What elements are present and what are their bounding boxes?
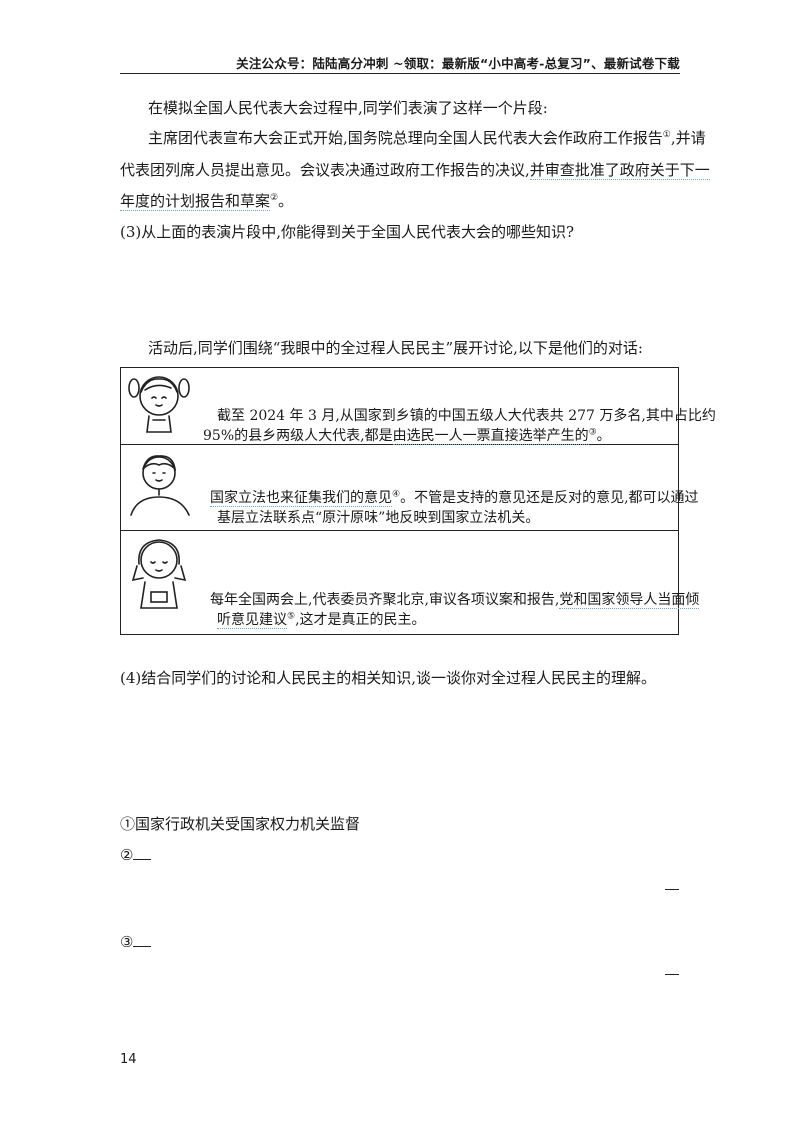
intro-line-1-tail: ,并请: [670, 129, 706, 147]
answer-3: ③: [120, 932, 152, 952]
dialogue-row-1: 截至 2024 年 3 月,从国家到乡镇的中国五级人大代表共 277 万多名,其…: [121, 368, 716, 446]
activity-intro: 活动后,同学们围绕“我眼中的全过程人民民主”展开讨论,以下是他们的对话:: [148, 339, 643, 357]
answer-3-end-line: [665, 974, 679, 975]
intro-line-2: 代表团列席人员提出意见。会议表决通过政府工作报告的决议,并审查批准了政府关于下一: [120, 160, 710, 180]
dialogue-3-line-1-text: 每年全国两会上,代表委员齐聚北京,审议各项议案和报告,: [210, 592, 560, 608]
question-3: (3)从上面的表演片段中,你能得到关于全国人民代表大会的哪些知识?: [120, 223, 575, 241]
dialogue-row-2: 国家立法也来征集我们的意见④。不管是支持的意见还是反对的意见,都可以通过 基层立…: [121, 444, 699, 531]
dialogue-table: 截至 2024 年 3 月,从国家到乡镇的中国五级人大代表共 277 万多名,其…: [120, 367, 716, 635]
answer-2: ②: [120, 845, 152, 865]
answer-2-end-line: [665, 889, 679, 890]
footnote-mark-2: ②: [270, 193, 279, 203]
dialogue-1-line-2: 95%的县乡两级人大代表,都是由选民一人一票直接选举产生的③。: [203, 426, 611, 446]
intro-line-2-text: 代表团列席人员提出意见。会议表决通过政府工作报告的决议,: [120, 161, 530, 179]
girl-pigtails-avatar-icon: [128, 376, 190, 433]
intro-lead: 在模拟全国人民代表大会过程中,同学们表演了这样一个片段:: [148, 99, 548, 117]
dialogue-3-line-2: 听意见建议⑤,这才是真正的民主。: [217, 610, 426, 630]
dialogue-1-tail: 。: [596, 428, 611, 444]
dialogue-1-underlined: 由选民一人一票直接选举产生的: [392, 428, 589, 445]
intro-line-1-text: 主席团代表宣布大会正式开始,国务院总理向全国人民代表大会作政府工作报告: [148, 129, 663, 147]
intro-line-2-underlined: 并审查批准了政府关于下一: [529, 161, 710, 180]
question-4: (4)结合同学们的讨论和人民民主的相关知识,谈一谈你对全过程人民民主的理解。: [120, 668, 656, 688]
intro-line-3-underlined: 年度的计划报告和草案: [120, 192, 271, 211]
question-4-text: (4)结合同学们的讨论和人民民主的相关知识,谈一谈你对全过程人民民主的理解。: [120, 669, 657, 687]
page-number: 14: [120, 1052, 137, 1067]
answer-1: ①国家行政机关受国家权力机关监督: [120, 815, 361, 833]
footnote-mark-5: ⑤: [287, 611, 296, 622]
answer-3-label: ③: [120, 933, 134, 951]
dialogue-1-line-2-text: 95%的县乡两级人大代表,都是: [203, 428, 393, 444]
dialogue-3-tail: ,这才是真正的民主。: [295, 612, 426, 628]
dialogue-2-line-1-text: 。不管是支持的意见还是反对的意见,都可以通过: [400, 490, 699, 506]
intro-line-3: 年度的计划报告和草案②。: [120, 191, 293, 211]
dialogue-3-underlined-2: 听意见建议: [217, 612, 287, 629]
footnote-mark-1: ①: [662, 130, 671, 140]
dialogue-2-line-1: 国家立法也来征集我们的意见④。不管是支持的意见还是反对的意见,都可以通过: [210, 488, 699, 508]
footnote-mark-4: ④: [392, 489, 401, 500]
dialogue-1-line-1: 截至 2024 年 3 月,从国家到乡镇的中国五级人大代表共 277 万多名,其…: [217, 408, 716, 424]
intro-line-1: 主席团代表宣布大会正式开始,国务院总理向全国人民代表大会作政府工作报告①,并请: [148, 128, 706, 148]
answer-3-blank[interactable]: [133, 932, 152, 947]
answer-2-blank[interactable]: [133, 845, 152, 860]
dialogue-row-3: 每年全国两会上,代表委员齐聚北京,审议各项议案和报告,党和国家领导人当面倾 听意…: [121, 530, 700, 634]
dialogue-3-underlined-1: 党和国家领导人当面倾: [559, 592, 700, 609]
dialogue-2-line-2: 基层立法联系点“原汁原味”地反映到国家立法机关。: [217, 510, 540, 526]
answer-2-label: ②: [120, 846, 134, 864]
intro-line-3-tail: 。: [278, 192, 294, 210]
dialogue-3-line-1: 每年全国两会上,代表委员齐聚北京,审议各项议案和报告,党和国家领导人当面倾: [210, 590, 700, 610]
header-rule: [120, 73, 680, 74]
page-header: 关注公众号：陆陆高分冲刺 ~领取：最新版“小中高考-总复习”、最新试卷下载: [236, 56, 680, 71]
footnote-mark-3: ③: [588, 427, 597, 438]
boy-avatar-icon: [130, 455, 190, 516]
girl-bob-avatar-icon: [131, 539, 187, 609]
dialogue-2-underlined: 国家立法也来征集我们的意见: [210, 490, 392, 507]
